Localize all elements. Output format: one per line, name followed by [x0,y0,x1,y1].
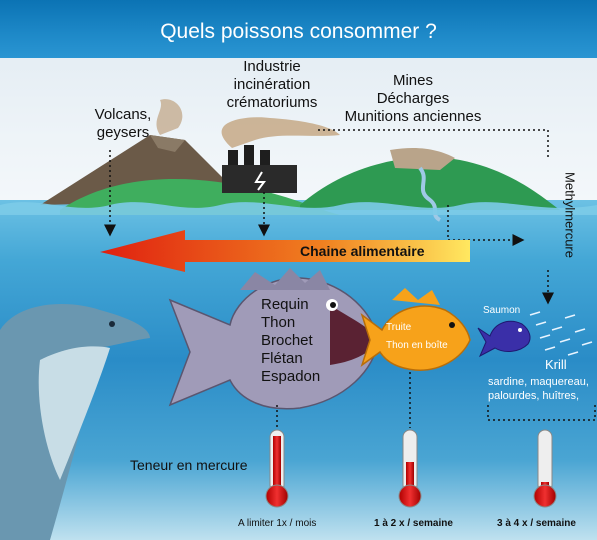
volcano-smoke [156,99,183,135]
mid-fish [360,288,471,371]
factory [222,145,297,193]
freq-low: 3 à 4 x / semaine [497,518,576,529]
label-line: Mines [392,72,433,89]
label-line: Décharges [376,90,450,107]
label-truite: Truite [386,322,412,333]
label-industrie: Industrie incinération crématoriums [212,58,332,112]
fish-name: Espadon [261,368,321,385]
label-teneur: Teneur en mercure [130,457,248,473]
big-fish-list: Requin Thon Brochet Flétan Espadon [261,296,320,386]
label-volcans: Volcans, geysers [78,106,168,142]
label-mines: Mines Décharges Munitions anciennes [328,72,498,126]
freq-medium: 1 à 2 x / semaine [374,518,453,529]
label-line: Industrie [243,58,301,75]
label-line: geysers [96,124,150,141]
fish-name: Thon [261,314,296,331]
label-methylmercure: Methylmercure [561,160,579,270]
label-krill: Krill [545,357,567,372]
factory-smoke [221,117,340,148]
header-bar: Quels poissons consommer ? [0,0,597,58]
label-line: incinération [233,76,311,93]
krill-swarm [529,311,593,356]
food-chain-arrow [100,230,470,272]
fish-name: Requin [261,296,309,313]
river [418,166,442,222]
page-title: Quels poissons consommer ? [160,20,437,43]
fish-name: Flétan [261,350,303,367]
fish-name: Brochet [261,332,313,349]
label-small-fish: sardine, maquereau, palourdes, huîtres, [488,376,589,402]
freq-high: A limiter 1x / mois [238,518,317,529]
thermometer-medium [398,429,422,508]
label-line: Munitions anciennes [344,108,482,125]
saumon-fish [477,320,531,358]
label-line: Volcans, [94,106,152,123]
methylmercure-text: Methylmercure [562,172,578,258]
chain-label: Chaine alimentaire [300,243,425,259]
big-fish [168,268,379,410]
thermometer-high [265,429,289,508]
thermometer-low [533,429,557,508]
label-line: crématoriums [226,94,318,111]
dolphin [0,304,150,540]
green-hill-right [300,157,560,210]
label-thon-boite: Thon en boîte [386,340,448,351]
label-saumon: Saumon [483,305,521,316]
